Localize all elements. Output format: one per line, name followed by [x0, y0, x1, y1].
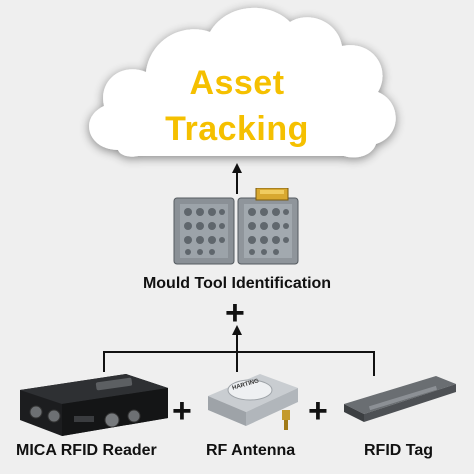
antenna-label: RF Antenna: [206, 442, 296, 459]
cloud-title-line2: Tracking: [165, 110, 309, 148]
tag-label: RFID Tag: [364, 442, 434, 459]
mould-label: Mould Tool Identification: [142, 275, 332, 292]
arrow-to-cloud-head: [232, 163, 242, 173]
arrow-to-mould-head: [232, 325, 242, 335]
rfid-reader-image: [20, 374, 168, 436]
plus-antenna-tag: +: [308, 392, 328, 430]
mould-tool-image: [173, 188, 299, 265]
reader-label: MICA RFID Reader: [16, 442, 157, 459]
cloud-title-line1: Asset: [189, 64, 285, 102]
plus-mould: +: [225, 294, 245, 332]
rf-antenna-image: [208, 374, 298, 430]
plus-reader-antenna: +: [172, 392, 192, 430]
rfid-tag-image: [344, 376, 456, 422]
